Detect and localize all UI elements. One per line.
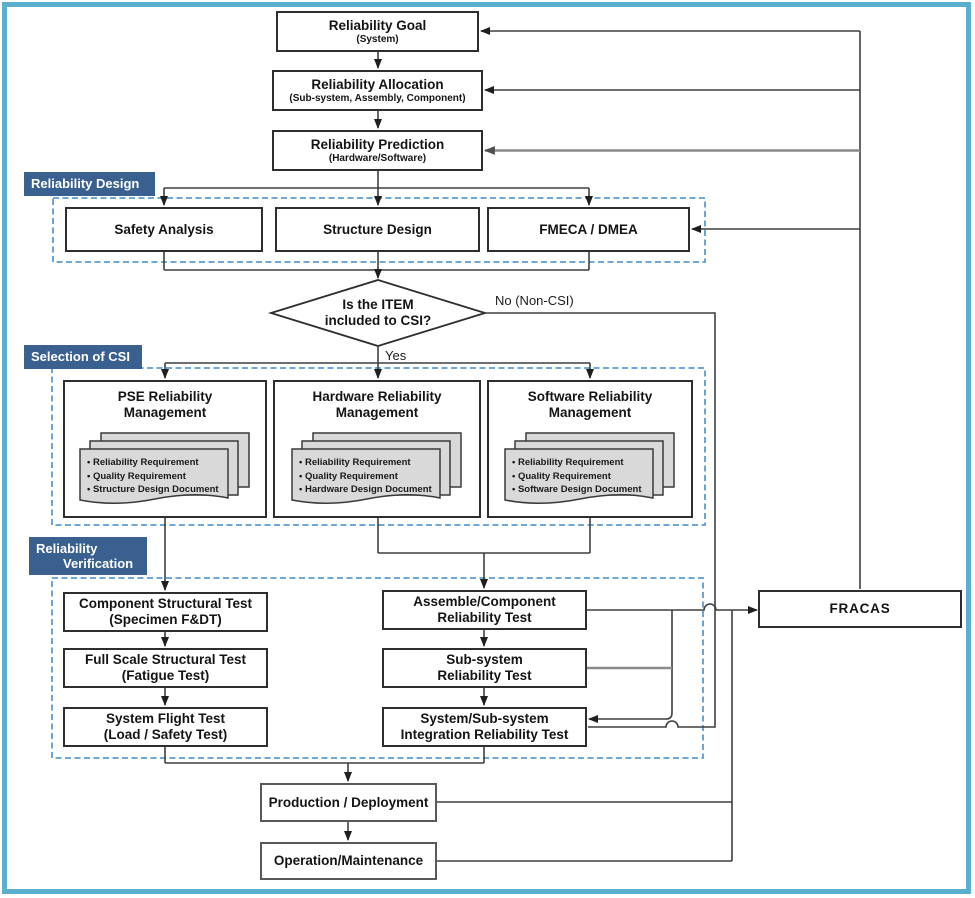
- label-line2: Verification: [63, 556, 134, 571]
- document-pages-icon: [291, 432, 462, 505]
- fmeca-dmea-box: FMECA / DMEA: [487, 207, 690, 252]
- box-title: FRACAS: [829, 601, 891, 616]
- operation-maintenance-box: Operation/Maintenance: [260, 842, 437, 880]
- box-title: Operation/Maintenance: [273, 853, 424, 868]
- box-title: Software Reliability Management: [527, 389, 653, 420]
- document-stack: • Reliability Requirement • Quality Requ…: [504, 432, 676, 514]
- doc-item: • Hardware Design Document: [299, 484, 432, 495]
- box-subtitle: Reliability Test: [437, 610, 532, 625]
- sub-system-reliability-test-box: Sub-system Reliability Test: [382, 648, 587, 688]
- reliability-goal-box: Reliability Goal (System): [276, 11, 479, 52]
- document-stack: • Reliability Requirement • Quality Requ…: [291, 432, 463, 514]
- decision-line1: Is the ITEM: [342, 297, 414, 312]
- box-title: Full Scale Structural Test: [84, 652, 247, 667]
- doc-item: • Quality Requirement: [512, 470, 611, 482]
- box-title: System/Sub-system: [420, 711, 549, 726]
- box-title: Assemble/Component: [413, 594, 556, 609]
- box-subtitle: Integration Reliability Test: [400, 727, 569, 742]
- box-title: Hardware Reliability Management: [312, 389, 442, 420]
- doc-item: • Software Design Document: [512, 484, 642, 495]
- hardware-reliability-management-box: Hardware Reliability Management • Reliab…: [273, 380, 481, 518]
- doc-item: • Quality Requirement: [87, 470, 186, 482]
- decision-line2: included to CSI?: [324, 313, 432, 328]
- yes-branch-label: Yes: [385, 348, 407, 363]
- document-bullet-list: • Reliability Requirement • Quality Requ…: [299, 456, 451, 497]
- document-bullet-list: • Reliability Requirement • Quality Requ…: [87, 456, 239, 497]
- box-subtitle: (Specimen F&DT): [109, 612, 222, 627]
- document-pages-icon: [79, 432, 250, 505]
- software-reliability-management-box: Software Reliability Management • Reliab…: [487, 380, 693, 518]
- assemble-component-reliability-test-box: Assemble/Component Reliability Test: [382, 590, 587, 630]
- full-scale-structural-test-box: Full Scale Structural Test (Fatigue Test…: [63, 648, 268, 688]
- reliability-allocation-box: Reliability Allocation (Sub-system, Asse…: [272, 70, 483, 111]
- box-title: Structure Design: [323, 221, 432, 237]
- doc-item: • Quality Requirement: [299, 470, 398, 482]
- document-pages-icon: [504, 432, 675, 505]
- production-deployment-box: Production / Deployment: [260, 783, 437, 822]
- box-subtitle: (Load / Safety Test): [103, 727, 228, 742]
- label-line1: Reliability: [36, 541, 98, 556]
- document-stack: • Reliability Requirement • Quality Requ…: [79, 432, 251, 514]
- doc-item: • Structure Design Document: [87, 484, 219, 495]
- box-title: Sub-system: [446, 652, 523, 667]
- system-sub-system-integration-reliability-test-box: System/Sub-system Integration Reliabilit…: [382, 707, 587, 747]
- box-title: FMECA / DMEA: [539, 221, 638, 237]
- box-title: PSE Reliability Management: [117, 389, 213, 420]
- box-subtitle: (Fatigue Test): [121, 668, 210, 683]
- section-label-reliability-design: Reliability Design: [24, 172, 155, 196]
- box-title: Production / Deployment: [268, 794, 429, 810]
- box-title: Component Structural Test: [78, 596, 252, 611]
- pse-reliability-management-box: PSE Reliability Management • Reliability…: [63, 380, 267, 518]
- box-title: Safety Analysis: [114, 221, 214, 237]
- box-title: Reliability Prediction: [310, 136, 445, 152]
- no-branch-label: No (Non-CSI): [495, 293, 574, 308]
- section-label-selection-of-csi: Selection of CSI: [24, 345, 142, 369]
- box-title: Reliability Allocation: [311, 76, 444, 92]
- box-title: System Flight Test: [105, 711, 226, 726]
- box-subtitle: Reliability Test: [437, 668, 532, 683]
- system-flight-test-box: System Flight Test (Load / Safety Test): [63, 707, 268, 747]
- document-bullet-list: • Reliability Requirement • Quality Requ…: [512, 456, 664, 497]
- box-title: Reliability Goal: [328, 17, 427, 33]
- box-subtitle: (Hardware/Software): [328, 152, 427, 164]
- fracas-box: FRACAS: [758, 590, 962, 628]
- decision-diamond-text: Is the ITEM included to CSI?: [286, 288, 470, 338]
- box-subtitle: (System): [356, 33, 399, 45]
- reliability-prediction-box: Reliability Prediction (Hardware/Softwar…: [272, 130, 483, 171]
- doc-item: • Reliability Requirement: [512, 457, 624, 468]
- box-subtitle: (Sub-system, Assembly, Component): [289, 92, 466, 104]
- structure-design-box: Structure Design: [275, 207, 480, 252]
- component-structural-test-box: Component Structural Test (Specimen F&DT…: [63, 592, 268, 632]
- section-label-reliability-verification: Reliability Verification: [29, 537, 147, 575]
- safety-analysis-box: Safety Analysis: [65, 207, 263, 252]
- doc-item: • Reliability Requirement: [87, 457, 199, 468]
- doc-item: • Reliability Requirement: [299, 457, 411, 468]
